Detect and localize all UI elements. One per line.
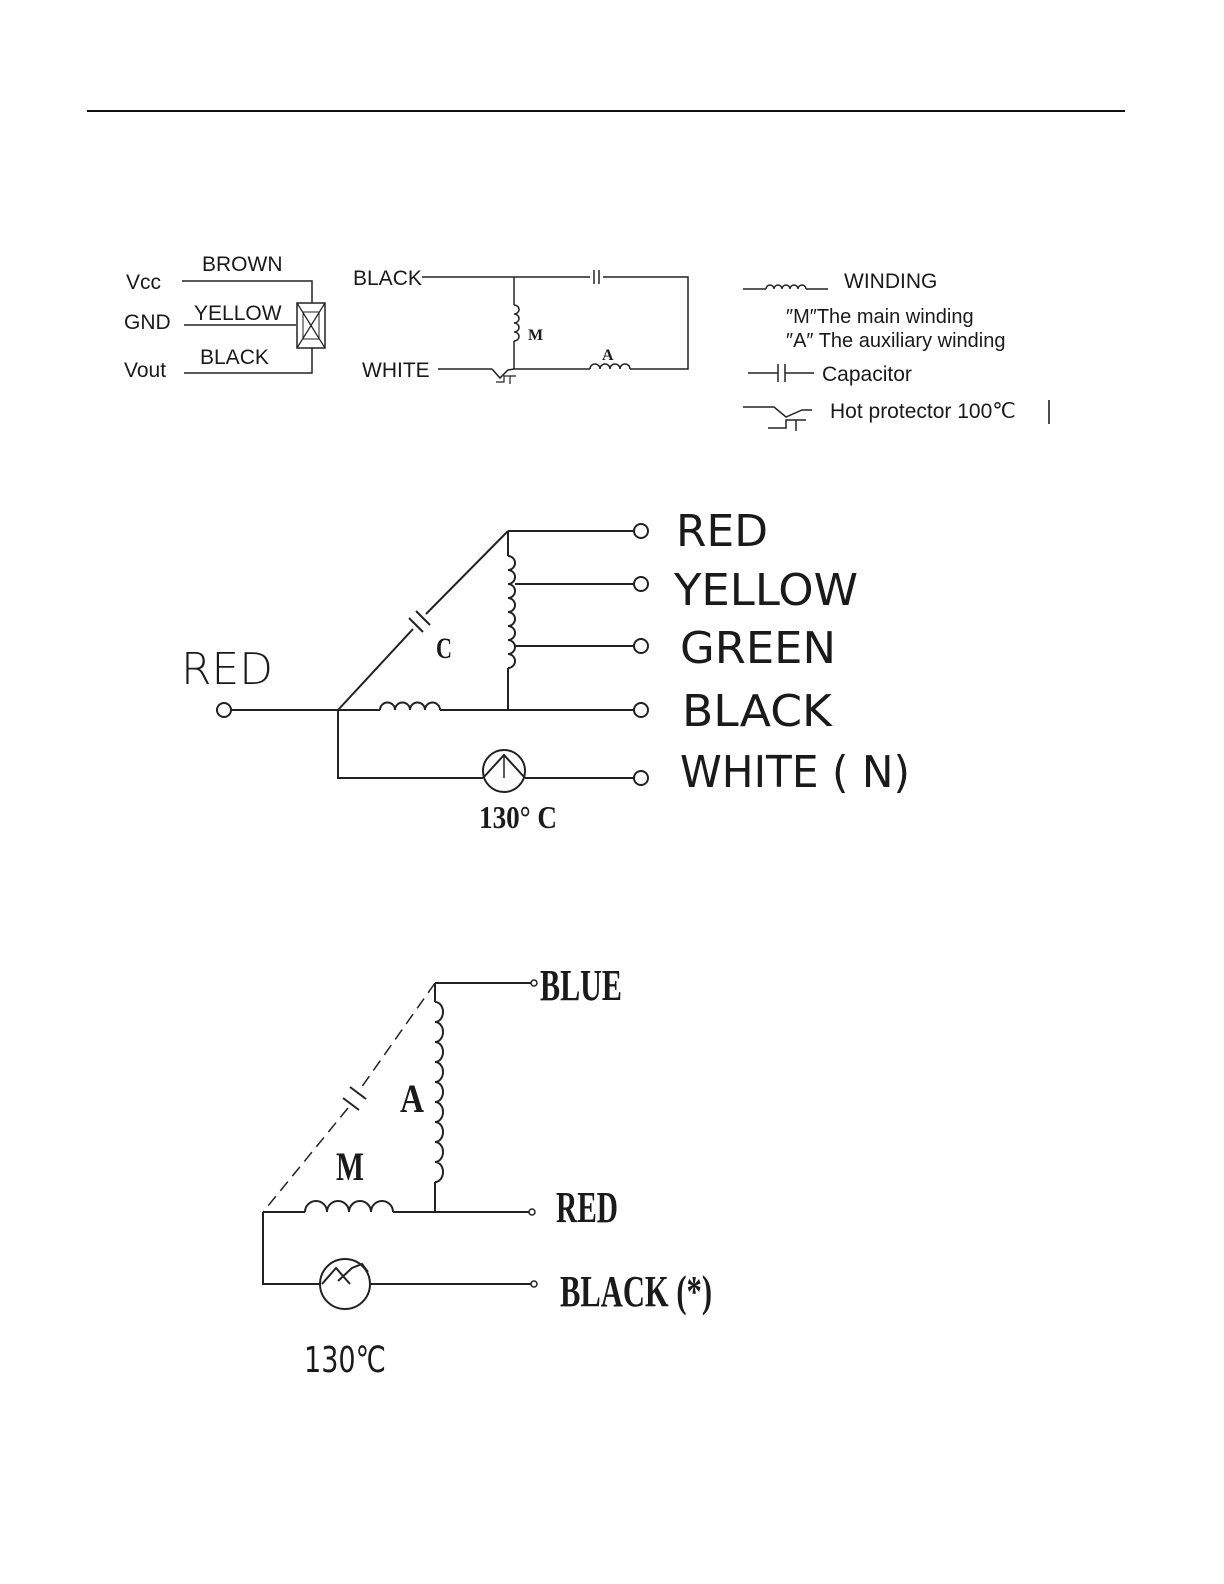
wire-black-label: BLACK [200, 346, 269, 369]
wire-diagonal-upper [426, 531, 508, 614]
aux-winding-label: A [602, 347, 614, 364]
thermal-protector-icon-large [320, 1259, 370, 1309]
wire-white-loop [338, 710, 483, 778]
output-black-label-large: BLACK (*) [560, 1267, 712, 1316]
sensor-diagram: Vcc GND Vout BROWN YELLOW BLACK [124, 253, 325, 382]
legend-aux-desc: ″A″ The auxiliary winding [786, 330, 1005, 352]
terminal-black[interactable] [634, 703, 648, 717]
output-red-label-large: RED [556, 1183, 618, 1232]
legend-capacitor: Capacitor [822, 363, 912, 386]
pin-gnd: GND [124, 311, 171, 334]
output-black-label: BLACK [682, 686, 833, 737]
output-red-label: RED [676, 506, 768, 557]
capacitor-label: C [436, 632, 452, 665]
legend-protector: Hot protector 100℃ [830, 400, 1016, 423]
aux-winding-label-large: A [400, 1076, 424, 1121]
wire-dashed-upper [361, 983, 435, 1088]
input-red-label: RED [181, 644, 273, 695]
aux-winding-icon [590, 364, 630, 369]
terminal-black-out[interactable] [531, 1281, 537, 1287]
main-winding-label: M [528, 327, 543, 344]
main-winding-icon [514, 305, 519, 341]
protector-temp-label-large: 130℃ [304, 1340, 386, 1381]
wire-black-loop [263, 1212, 320, 1284]
aux-winding-icon-large [380, 703, 440, 710]
tapped-winding-icon [508, 556, 515, 668]
capacitor-icon [594, 270, 599, 284]
terminal-red-out[interactable] [529, 1209, 535, 1215]
wire-top-right [603, 277, 688, 369]
output-white-label: WHITE ( N) [680, 747, 910, 798]
protector-temp-label: 130° C [479, 799, 557, 835]
terminal-white[interactable] [634, 771, 648, 785]
sensor-box-icon [297, 303, 325, 348]
hot-protector-legend-icon [743, 407, 812, 431]
hot-protector-icon [492, 369, 516, 384]
aux-winding-icon-vertical [435, 1002, 443, 1182]
capacitor-icon-dashed [343, 1087, 366, 1110]
wire-brown [182, 281, 312, 303]
input-red-terminal[interactable] [217, 703, 231, 717]
output-green-label: GREEN [680, 623, 836, 674]
wire-brown-label: BROWN [202, 253, 283, 276]
legend-main-desc: ″M″The main winding [786, 306, 974, 328]
terminal-yellow[interactable] [634, 577, 648, 591]
thermal-protector-icon [483, 750, 525, 792]
lead-black-label: BLACK [353, 267, 422, 290]
winding-legend-icon [743, 285, 828, 289]
terminal-green[interactable] [634, 639, 648, 653]
lead-white-label: WHITE [362, 359, 430, 382]
capacitor-legend-icon [748, 364, 814, 382]
pin-vout: Vout [124, 359, 166, 382]
main-winding-label-large: M [336, 1144, 364, 1189]
motor-diagram-small: BLACK WHITE M A [353, 267, 688, 384]
main-winding-icon-horizontal [305, 1201, 393, 1212]
pin-vcc: Vcc [126, 271, 161, 294]
terminal-red[interactable] [634, 524, 648, 538]
motor-diagram-five-speed: RED C 130° C [181, 506, 910, 835]
output-blue-label: BLUE [540, 961, 622, 1010]
wire-diagonal-lower [338, 629, 413, 710]
legend-winding: WINDING [844, 270, 937, 293]
output-yellow-label: YELLOW [673, 565, 858, 616]
legend: WINDING ″M″The main winding ″A″ The auxi… [743, 270, 1049, 431]
wire-yellow-label: YELLOW [194, 302, 282, 325]
terminal-blue[interactable] [531, 980, 537, 986]
motor-diagram-three-lead: A M 130℃ BLUE RED BLACK (*) [263, 961, 712, 1381]
